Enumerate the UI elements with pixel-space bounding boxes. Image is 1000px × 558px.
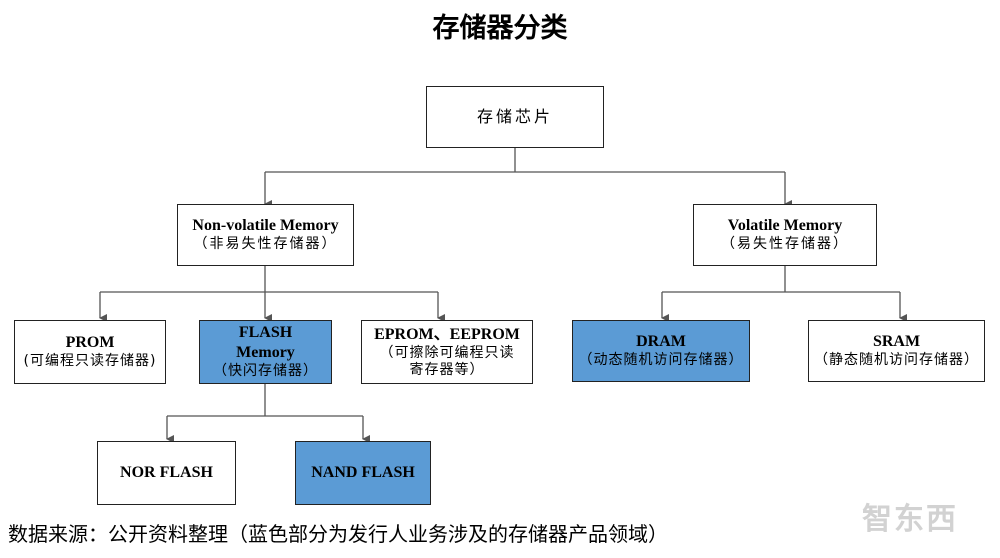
node-volatile-en: Volatile Memory <box>727 217 843 235</box>
node-eprom: EPROM、EEPROM （可擦除可编程只读 寄存器等） <box>361 320 533 384</box>
node-storage-chip: 存储芯片 <box>426 86 604 148</box>
node-volatile-zh: （易失性存储器） <box>721 236 849 253</box>
node-storage-chip-label: 存储芯片 <box>476 107 553 126</box>
node-nor-flash-label: NOR FLASH <box>120 464 213 481</box>
node-nonvolatile-en: Non-volatile Memory <box>192 217 339 235</box>
node-nor-flash: NOR FLASH <box>97 441 236 505</box>
node-prom: PROM (可编程只读存储器) <box>14 320 166 384</box>
node-sram-zh: （静态随机访问存储器） <box>814 352 979 369</box>
node-sram-en: SRAM <box>872 333 921 351</box>
node-sram: SRAM （静态随机访问存储器） <box>808 320 985 382</box>
node-nand-flash-label: NAND FLASH <box>311 464 415 481</box>
node-prom-zh: (可编程只读存储器) <box>23 353 157 370</box>
node-dram: DRAM （动态随机访问存储器） <box>572 320 750 382</box>
node-nonvolatile-zh: （非易失性存储器） <box>193 236 338 253</box>
node-eprom-zh2: 寄存器等） <box>409 362 485 378</box>
node-nand-flash: NAND FLASH <box>295 441 431 505</box>
node-eprom-zh1: （可擦除可编程只读 <box>379 344 515 361</box>
node-flash-en2: Memory <box>236 344 295 362</box>
source-note: 数据来源：公开资料整理（蓝色部分为发行人业务涉及的存储器产品领域） <box>8 522 668 546</box>
node-flash-en1: FLASH <box>238 324 293 342</box>
node-nonvolatile: Non-volatile Memory （非易失性存储器） <box>177 204 354 266</box>
page-title: 存储器分类 <box>432 13 568 44</box>
node-flash: FLASH Memory （快闪存储器） <box>199 320 332 384</box>
node-flash-zh: （快闪存储器） <box>213 363 318 380</box>
node-eprom-en: EPROM、EEPROM <box>374 325 520 343</box>
node-dram-en: DRAM <box>636 333 686 351</box>
node-prom-en: PROM <box>65 334 115 352</box>
watermark-logo: 智东西 <box>862 502 958 537</box>
node-dram-zh: （动态随机访问存储器） <box>578 352 744 369</box>
node-volatile: Volatile Memory （易失性存储器） <box>693 204 877 266</box>
